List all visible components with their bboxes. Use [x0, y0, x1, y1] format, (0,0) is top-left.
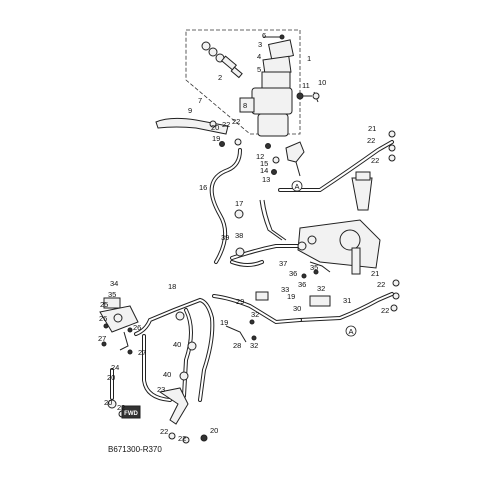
callout-13: 13	[262, 175, 270, 184]
callout-a-lower: A	[345, 325, 357, 337]
callout-36: 36	[298, 280, 306, 289]
callout-22: 22	[160, 427, 168, 436]
callout-22: 22	[222, 120, 230, 129]
callout-9: 9	[188, 106, 192, 115]
callout-a-lower-label: A	[348, 327, 353, 336]
lower-left-hose	[107, 368, 208, 444]
callout-29: 29	[236, 297, 244, 306]
callout-22: 22	[367, 136, 375, 145]
callout-32: 32	[250, 341, 258, 350]
callout-30: 30	[293, 304, 301, 313]
master-cylinder-group	[155, 29, 320, 177]
diagram-code: B671300-R370	[108, 445, 162, 454]
fwd-label: FWD	[124, 411, 138, 417]
lower-brake-hoses	[134, 297, 215, 402]
callout-21: 21	[371, 269, 379, 278]
callout-27: 27	[98, 334, 106, 343]
callout-19: 19	[212, 134, 220, 143]
callout-3: 3	[258, 40, 262, 49]
callout-12: 12	[256, 152, 264, 161]
callout-11: 11	[302, 81, 310, 90]
fwd-indicator: FWD	[121, 405, 141, 419]
callout-1: 1	[307, 54, 311, 63]
callout-40: 40	[173, 340, 181, 349]
callout-a-upper-label: A	[294, 182, 299, 191]
callout-22: 22	[371, 156, 379, 165]
callout-8: 8	[243, 101, 247, 110]
callout-20: 20	[210, 426, 218, 435]
callout-18: 18	[168, 282, 176, 291]
callout-35: 35	[108, 290, 116, 299]
brake-lever	[155, 117, 229, 135]
callout-23: 23	[157, 385, 165, 394]
callout-34: 34	[110, 279, 118, 288]
callout-39: 39	[221, 233, 229, 242]
callout-6: 6	[262, 31, 266, 40]
upper-brake-hose	[209, 148, 244, 264]
hydraulic-unit	[99, 297, 139, 355]
callout-22: 22	[377, 280, 385, 289]
right-brake-hose	[259, 130, 396, 241]
callout-24: 24	[111, 363, 119, 372]
callout-31: 31	[343, 296, 351, 305]
callout-7: 7	[198, 96, 202, 105]
callout-22: 22	[178, 434, 186, 443]
callout-26: 26	[99, 314, 107, 323]
callout-17: 17	[235, 199, 243, 208]
callout-22: 22	[117, 403, 125, 412]
hose-joint	[230, 241, 331, 279]
callout-25: 25	[100, 300, 108, 309]
callout-16: 16	[199, 183, 207, 192]
callout-2: 2	[218, 73, 222, 82]
reservoir-cover	[261, 34, 295, 93]
callout-35: 35	[310, 263, 318, 272]
callout-15: 15	[260, 159, 268, 168]
callout-10: 10	[318, 78, 326, 87]
brake-switch	[285, 141, 305, 177]
callout-21: 21	[368, 124, 376, 133]
callout-5: 5	[257, 65, 261, 74]
piston-kit	[201, 41, 243, 79]
callout-a-upper: A	[291, 180, 303, 192]
callout-36: 36	[289, 269, 297, 278]
callout-14: 14	[260, 166, 268, 175]
callout-28: 28	[233, 341, 241, 350]
callout-22: 22	[381, 306, 389, 315]
right-lower-hose	[255, 279, 400, 322]
master-cylinder-body	[239, 87, 320, 137]
callout-32: 32	[251, 310, 259, 319]
callout-27: 27	[138, 348, 146, 357]
callout-26: 26	[133, 323, 141, 332]
callout-19: 19	[287, 292, 295, 301]
steering-stem	[297, 171, 381, 275]
callout-20: 20	[211, 123, 219, 132]
callout-22: 22	[232, 117, 240, 126]
callout-20: 20	[107, 373, 115, 382]
callout-33: 33	[281, 285, 289, 294]
callout-4: 4	[257, 52, 261, 61]
callout-38: 38	[235, 231, 243, 240]
callout-32: 32	[317, 284, 325, 293]
callout-19: 19	[220, 318, 228, 327]
callout-40: 40	[163, 370, 171, 379]
center-connectors	[212, 294, 302, 343]
callout-37: 37	[279, 259, 287, 268]
callout-20: 20	[104, 398, 112, 407]
